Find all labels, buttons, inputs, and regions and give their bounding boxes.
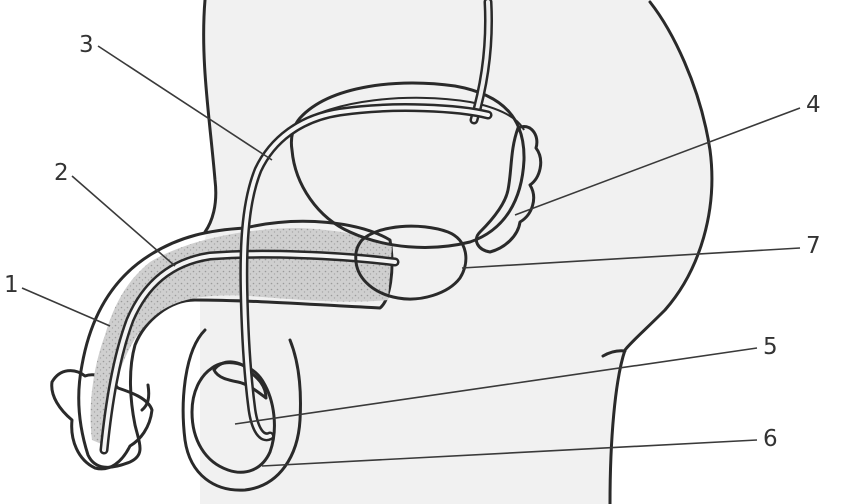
label-5: 5	[763, 334, 778, 360]
label-6: 6	[763, 426, 778, 452]
label-4: 4	[806, 92, 821, 118]
label-1: 1	[4, 272, 19, 298]
leader-line-1	[22, 288, 110, 326]
label-2: 2	[54, 160, 69, 186]
leader-line-2	[72, 176, 175, 266]
label-7: 7	[806, 233, 821, 259]
label-3: 3	[79, 32, 94, 58]
